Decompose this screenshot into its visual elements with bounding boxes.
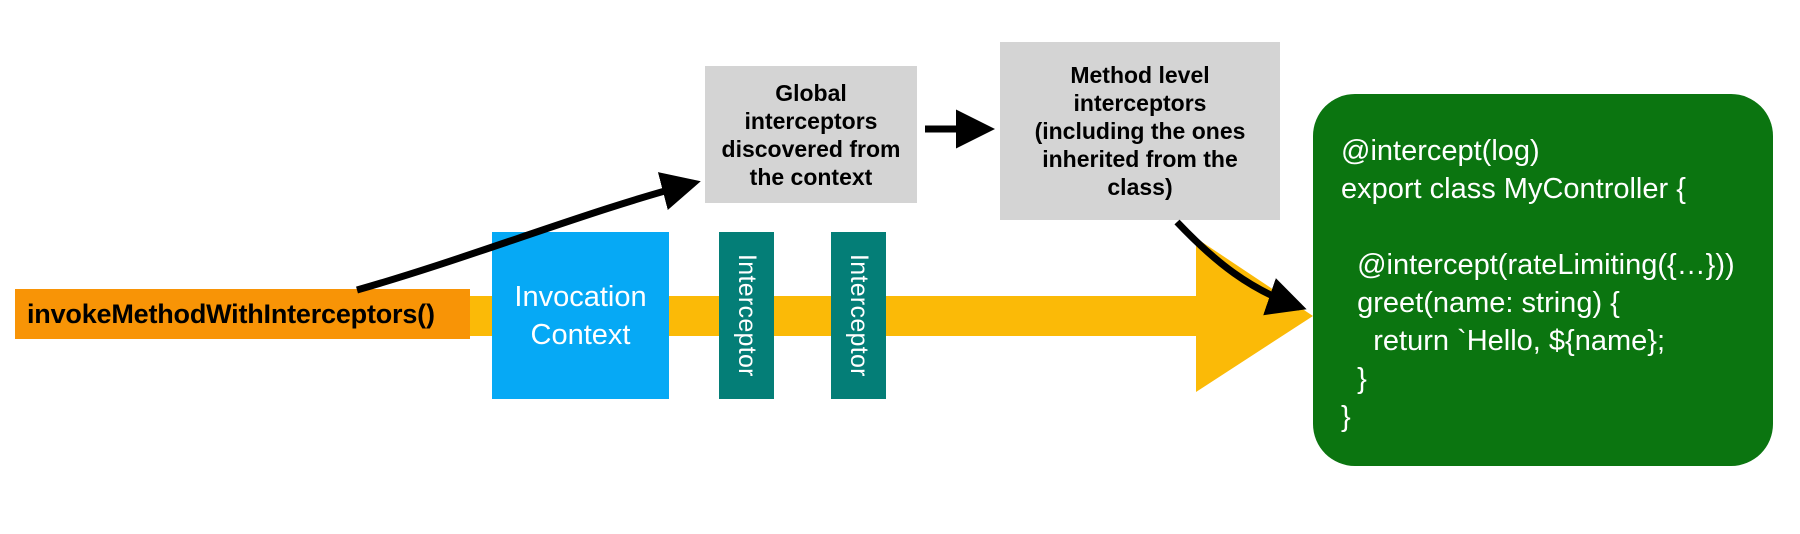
method-level-interceptors-note-line-2: interceptors (1073, 90, 1207, 116)
code-line-8: } (1341, 401, 1351, 433)
invocation-context-label-line-1: Invocation (514, 280, 647, 313)
code-line-7: } (1341, 363, 1367, 395)
global-interceptors-note-line-1: Global (775, 79, 847, 106)
method-level-interceptors-note-line-1: Method level (1070, 62, 1210, 88)
invoke-method-label: invokeMethodWithInterceptors() (27, 298, 435, 329)
interceptor-box-1[interactable]: Interceptor (719, 232, 774, 399)
code-line-1: @intercept(log) (1341, 135, 1540, 167)
code-line-4: @intercept(rateLimiting({…})) (1341, 249, 1735, 281)
code-line-3 (1341, 208, 1773, 246)
method-level-interceptors-note: Method level interceptors (including the… (1000, 42, 1280, 220)
interceptor-box-2[interactable]: Interceptor (831, 232, 886, 399)
method-level-interceptors-note-line-3: (including the ones (1034, 118, 1246, 144)
global-interceptors-note-line-3: discovered from (721, 135, 901, 162)
invocation-context-box[interactable]: Invocation Context (492, 232, 669, 399)
global-interceptors-note: Global interceptors discovered from the … (705, 66, 917, 203)
method-level-interceptors-note-line-4: inherited from the (1042, 146, 1238, 172)
global-interceptors-note-line-2: interceptors (744, 107, 878, 134)
controller-code-panel: @intercept(log) export class MyControlle… (1313, 94, 1773, 466)
global-interceptors-note-line-4: the context (749, 163, 873, 190)
connector-method-to-code-icon (1174, 219, 1307, 316)
method-level-interceptors-note-line-5: class) (1107, 174, 1173, 200)
code-line-6: return `Hello, ${name}; (1341, 325, 1665, 357)
invoke-method-entry-box[interactable]: invokeMethodWithInterceptors() (15, 289, 470, 339)
invocation-context-label-line-2: Context (530, 318, 631, 351)
code-line-2: export class MyController { (1341, 173, 1686, 205)
interceptor-label-2: Interceptor (845, 254, 873, 377)
interceptor-label-1: Interceptor (733, 254, 761, 377)
code-line-5: greet(name: string) { (1341, 287, 1620, 319)
